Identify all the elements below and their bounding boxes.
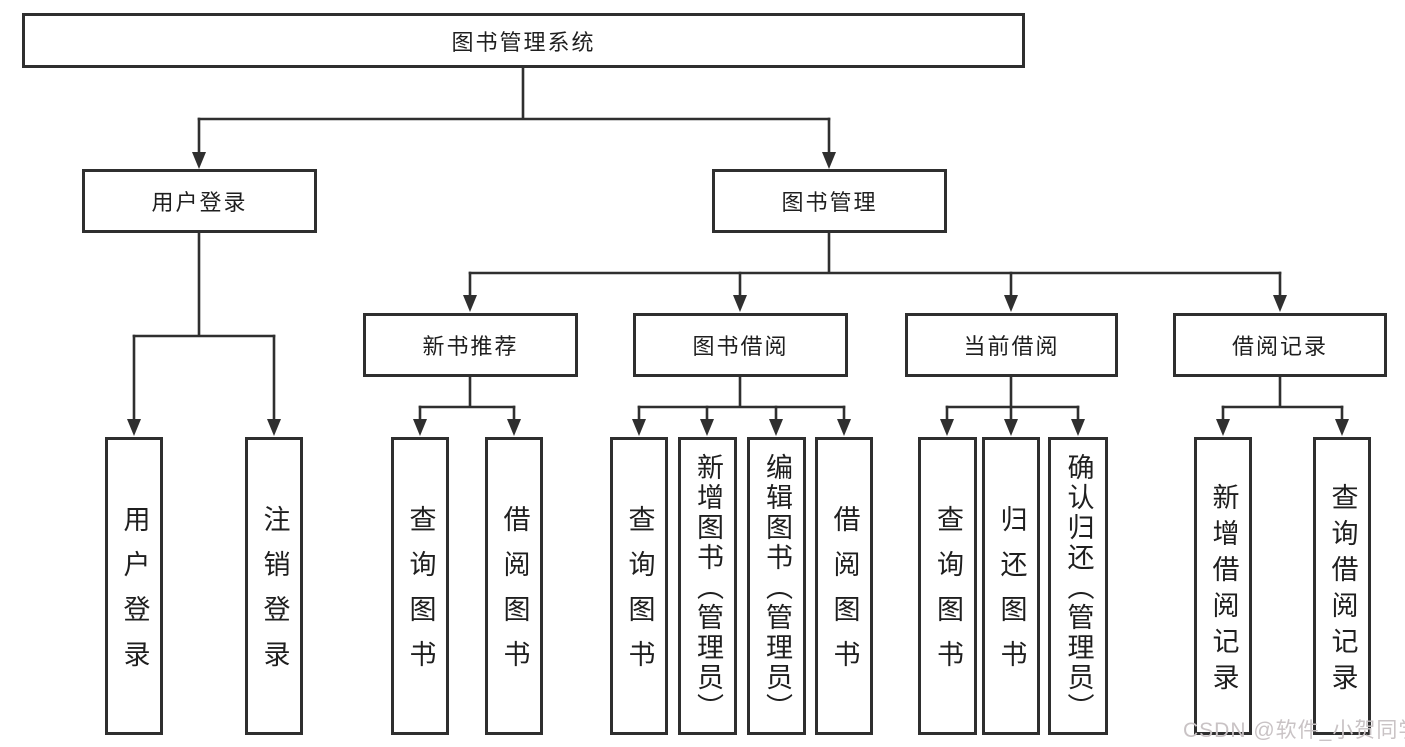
leaf-confirm-return-admin: 确认归还（管理员） xyxy=(1048,437,1108,735)
node-book-borrowing: 图书借阅 xyxy=(633,313,848,377)
leaf-logout-label: 注销登录 xyxy=(259,505,290,685)
leaf-query-book-recommend-label: 查询图书 xyxy=(405,505,436,685)
leaf-confirm-return-admin-label: 确认归还（管理员） xyxy=(1063,452,1094,723)
node-user-login: 用户登录 xyxy=(82,169,317,233)
leaf-logout: 注销登录 xyxy=(245,437,303,735)
node-root: 图书管理系统 xyxy=(22,13,1025,68)
node-user-login-label: 用户登录 xyxy=(151,190,248,215)
node-book-borrowing-label: 图书借阅 xyxy=(692,334,789,359)
leaf-query-book-borrowing-label: 查询图书 xyxy=(624,505,655,685)
leaf-query-book-current: 查询图书 xyxy=(918,437,977,735)
node-new-book-recommendation-label: 新书推荐 xyxy=(422,334,519,359)
node-book-management: 图书管理 xyxy=(712,169,947,233)
leaf-borrow-book-recommend: 借阅图书 xyxy=(485,437,543,735)
node-current-borrowing-label: 当前借阅 xyxy=(963,334,1060,359)
leaf-add-book-admin-label: 新增图书（管理员） xyxy=(693,452,723,723)
node-current-borrowing: 当前借阅 xyxy=(905,313,1118,377)
leaf-add-borrow-record: 新增借阅记录 xyxy=(1194,437,1252,735)
leaf-return-book: 归还图书 xyxy=(982,437,1040,735)
csdn-watermark: CSDN @软件_小贺同学 xyxy=(1183,719,1405,742)
leaf-borrow-book-borrowing: 借阅图书 xyxy=(815,437,873,735)
leaf-query-borrow-record: 查询借阅记录 xyxy=(1313,437,1371,735)
leaf-add-book-admin: 新增图书（管理员） xyxy=(678,437,737,735)
node-borrowing-records: 借阅记录 xyxy=(1173,313,1387,377)
node-root-label: 图书管理系统 xyxy=(451,29,596,55)
node-borrowing-records-label: 借阅记录 xyxy=(1231,334,1328,359)
leaf-add-borrow-record-label: 新增借阅记录 xyxy=(1208,482,1239,699)
leaf-user-login: 用户登录 xyxy=(105,437,163,735)
leaf-edit-book-admin-label: 编辑图书（管理员） xyxy=(762,452,792,723)
leaf-query-book-borrowing: 查询图书 xyxy=(610,437,668,735)
leaf-borrow-book-borrowing-label: 借阅图书 xyxy=(829,505,860,685)
leaf-query-book-recommend: 查询图书 xyxy=(391,437,449,735)
leaf-user-login-label: 用户登录 xyxy=(119,505,150,685)
leaf-edit-book-admin: 编辑图书（管理员） xyxy=(747,437,806,735)
leaf-query-borrow-record-label: 查询借阅记录 xyxy=(1327,482,1358,699)
node-new-book-recommendation: 新书推荐 xyxy=(363,313,578,377)
node-book-management-label: 图书管理 xyxy=(781,190,878,215)
leaf-query-book-current-label: 查询图书 xyxy=(933,505,963,685)
leaf-return-book-label: 归还图书 xyxy=(996,505,1027,685)
leaf-borrow-book-recommend-label: 借阅图书 xyxy=(499,505,530,685)
